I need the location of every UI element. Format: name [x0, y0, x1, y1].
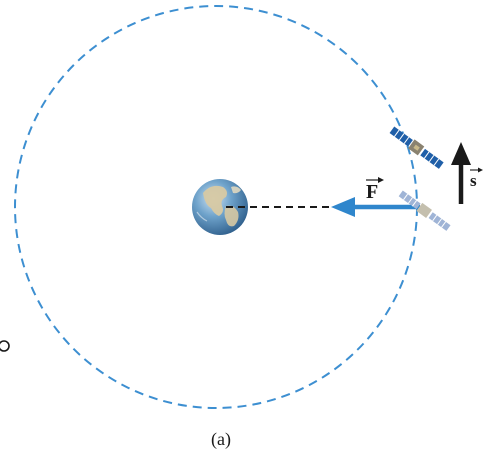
displacement-label-text: s: [470, 171, 477, 190]
edge-marker: [0, 340, 10, 352]
force-label: F: [366, 177, 384, 203]
satellite-icon: [389, 126, 444, 169]
figure-caption: (a): [211, 429, 231, 450]
force-label-text: F: [366, 181, 378, 203]
displacement-label: s: [470, 167, 483, 190]
satellite-faded-icon: [398, 190, 451, 231]
displacement-arrow: [451, 142, 471, 204]
earth-icon: [192, 179, 248, 235]
force-arrow: [331, 197, 420, 217]
